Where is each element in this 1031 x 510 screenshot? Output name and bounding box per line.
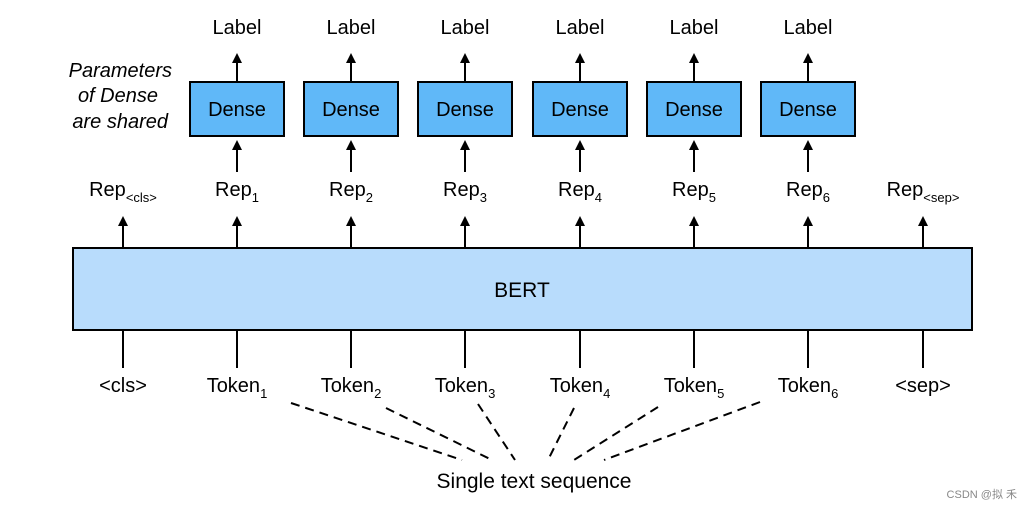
dashed-connector (547, 407, 575, 461)
dense-box (189, 81, 285, 137)
dashed-connector (603, 401, 761, 461)
rep-label: Rep6 (786, 179, 830, 205)
dashed-connector (477, 403, 516, 461)
output-label: Label (556, 17, 605, 39)
dashed-connector (385, 407, 493, 461)
token-label: Token3 (435, 375, 496, 401)
rep-label: Rep5 (672, 179, 716, 205)
rep-label: Rep3 (443, 179, 487, 205)
dense-box-label: Dense (436, 99, 494, 121)
token-label: Token5 (664, 375, 725, 401)
output-label: Label (670, 17, 719, 39)
dense-box (532, 81, 628, 137)
token-label: <cls> (99, 375, 147, 397)
note-line-2: of Dense (78, 85, 158, 107)
dense-box-label: Dense (551, 99, 609, 121)
dense-layer: LabelDenseLabelDenseLabelDenseLabelDense… (189, 17, 856, 172)
token-label: Token2 (321, 375, 382, 401)
bert-label: BERT (494, 279, 550, 302)
sequence-label: Single text sequence (437, 470, 632, 493)
token-label: Token6 (778, 375, 839, 401)
note-line-1: Parameters (69, 60, 172, 82)
rep-label: Rep<cls> (89, 179, 157, 205)
token-label: <sep> (895, 375, 951, 397)
output-label: Label (441, 17, 490, 39)
rep-label: Rep<sep> (887, 179, 960, 205)
rep-label: Rep1 (215, 179, 259, 205)
dense-box (303, 81, 399, 137)
dense-box-label: Dense (208, 99, 266, 121)
watermark: CSDN @拟 禾 (946, 489, 1017, 501)
representation-row: Rep<cls> Rep1 Rep2 Rep3 Rep4 Rep5 Rep6 Rep<sep> (89, 179, 959, 248)
output-label: Label (213, 17, 262, 39)
note-line-3: are shared (72, 111, 168, 133)
dashed-connector (573, 406, 659, 461)
output-label: Label (327, 17, 376, 39)
dense-box-label: Dense (322, 99, 380, 121)
dense-box (417, 81, 513, 137)
dashed-connector (290, 402, 463, 461)
token-row: <cls> Token1 Token2 Token3 Token4 Token5 Token… (99, 330, 951, 401)
rep-label: Rep4 (558, 179, 602, 205)
dense-box (760, 81, 856, 137)
dense-box-label: Dense (665, 99, 723, 121)
bert-block (72, 247, 973, 331)
token-label: Token4 (550, 375, 611, 401)
dense-box (646, 81, 742, 137)
token-label: Token1 (207, 375, 268, 401)
output-label: Label (784, 17, 833, 39)
rep-label: Rep2 (329, 179, 373, 205)
sequence-connectors (290, 401, 761, 461)
dense-box-label: Dense (779, 99, 837, 121)
